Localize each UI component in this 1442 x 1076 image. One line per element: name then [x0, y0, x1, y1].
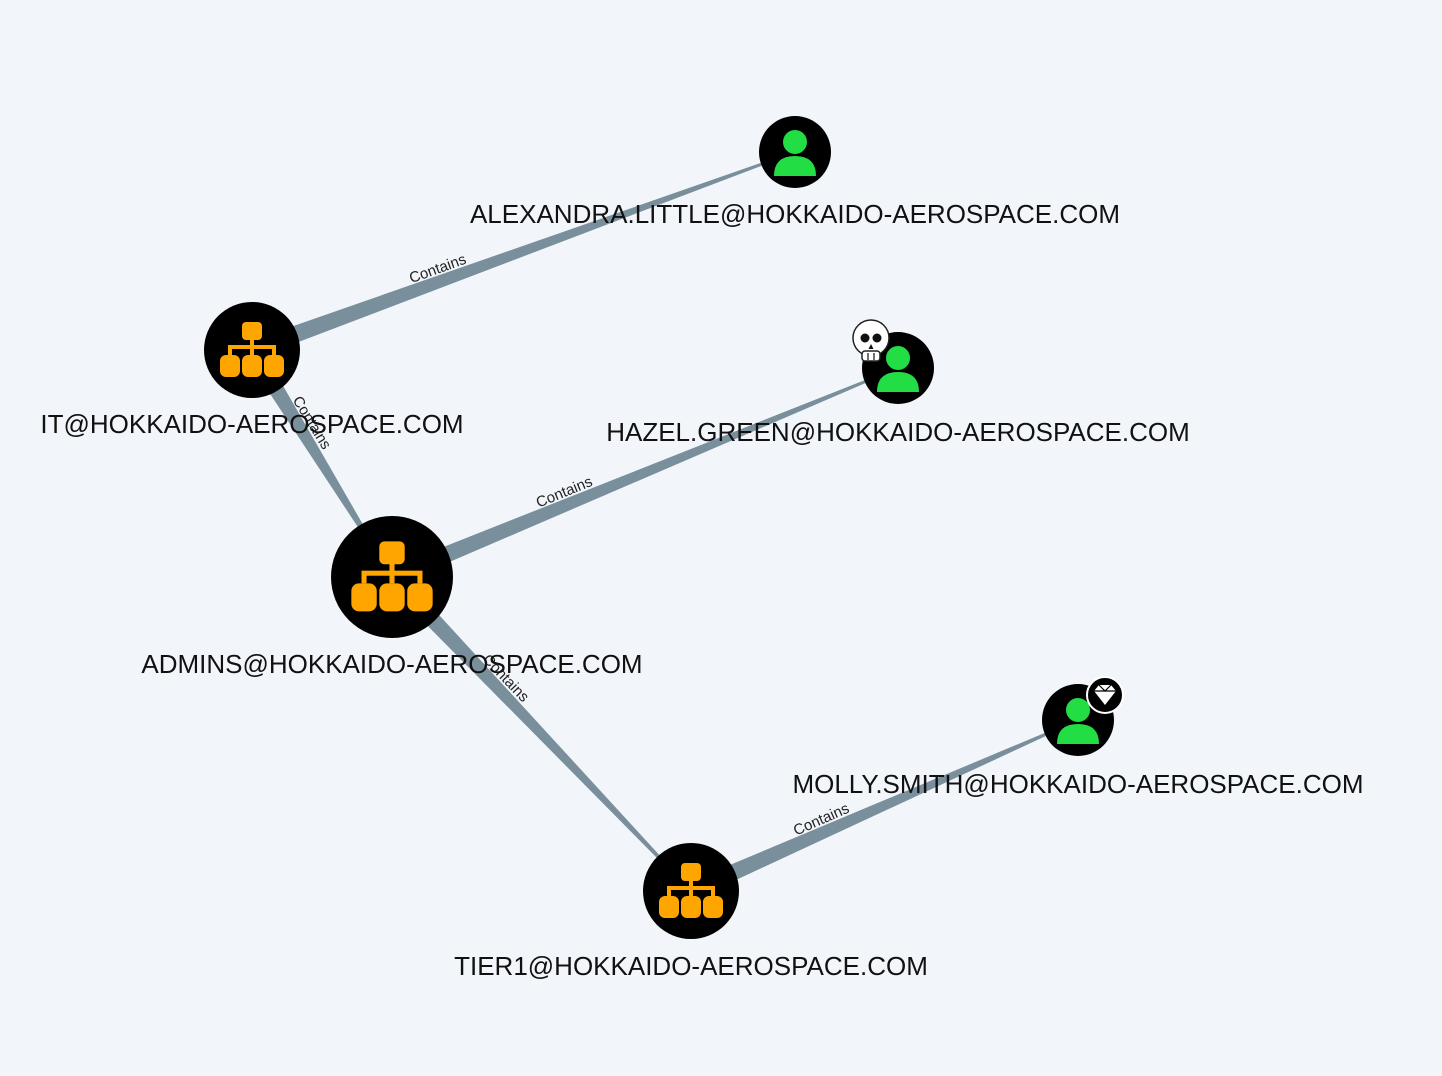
edge-line[interactable] — [385, 570, 692, 892]
node-admins[interactable]: ADMINS@HOKKAIDO-AEROSPACE.COM — [141, 516, 643, 679]
diamond-icon — [1086, 676, 1124, 714]
node-it[interactable]: IT@HOKKAIDO-AEROSPACE.COM — [40, 302, 464, 439]
node-tier1[interactable]: TIER1@HOKKAIDO-AEROSPACE.COM — [454, 843, 928, 981]
node-label[interactable]: IT@HOKKAIDO-AEROSPACE.COM — [40, 409, 463, 439]
node-molly[interactable]: MOLLY.SMITH@HOKKAIDO-AEROSPACE.COM — [792, 676, 1364, 799]
edge-it-alexandra[interactable]: Contains — [248, 151, 796, 359]
group-icon — [220, 322, 284, 377]
node-alexandra[interactable]: ALEXANDRA.LITTLE@HOKKAIDO-AEROSPACE.COM — [470, 116, 1120, 229]
group-icon — [351, 541, 433, 612]
node-hazel[interactable]: HAZEL.GREEN@HOKKAIDO-AEROSPACE.COM — [606, 319, 1190, 447]
nodes-layer: ALEXANDRA.LITTLE@HOKKAIDO-AEROSPACE.COM I… — [40, 116, 1364, 981]
edge-line[interactable] — [388, 367, 899, 586]
edge-line[interactable] — [687, 719, 1079, 900]
edge-tier1-molly[interactable]: Contains — [687, 719, 1079, 900]
skull-icon — [852, 319, 890, 362]
node-label[interactable]: MOLLY.SMITH@HOKKAIDO-AEROSPACE.COM — [792, 769, 1363, 799]
node-label[interactable]: TIER1@HOKKAIDO-AEROSPACE.COM — [454, 951, 928, 981]
edge-line[interactable] — [244, 345, 393, 578]
edge-admins-hazel[interactable]: Contains — [388, 367, 899, 586]
node-label[interactable]: ADMINS@HOKKAIDO-AEROSPACE.COM — [141, 649, 642, 679]
user-icon — [1057, 698, 1099, 744]
edge-line[interactable] — [248, 151, 796, 359]
group-icon — [659, 863, 723, 918]
node-label[interactable]: ALEXANDRA.LITTLE@HOKKAIDO-AEROSPACE.COM — [470, 199, 1120, 229]
user-icon — [877, 346, 919, 392]
user-icon — [774, 130, 816, 176]
node-label[interactable]: HAZEL.GREEN@HOKKAIDO-AEROSPACE.COM — [606, 417, 1190, 447]
